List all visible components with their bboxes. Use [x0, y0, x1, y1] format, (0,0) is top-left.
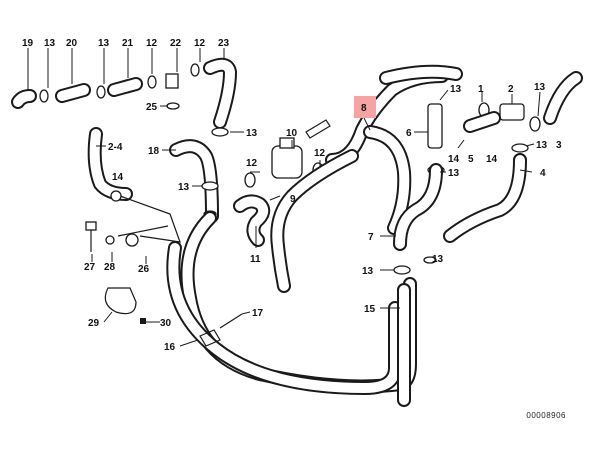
label-18: 18: [148, 146, 160, 157]
label-4: 4: [540, 168, 546, 179]
label-28: 28: [104, 262, 116, 273]
label-12: 12: [146, 38, 158, 49]
label-13: 13: [534, 82, 546, 93]
label-2: 2: [508, 84, 514, 95]
part-labels: 19 13 20 13 21 12 22 12 23 25 2-4 18 13 …: [22, 38, 562, 353]
label-14: 14: [112, 172, 124, 183]
label-1: 1: [478, 84, 484, 95]
label-8: 8: [361, 103, 367, 114]
label-2-4: 2-4: [108, 142, 123, 153]
label-12: 12: [314, 148, 326, 159]
hose-7-15: [393, 163, 443, 407]
top-left-parts-row: [11, 57, 237, 129]
label-10: 10: [286, 128, 298, 139]
left-hose-assembly: [87, 127, 181, 243]
label-30: 30: [160, 318, 172, 329]
label-9: 9: [290, 194, 296, 205]
label-13: 13: [246, 128, 258, 139]
label-13: 13: [432, 254, 444, 265]
label-13: 13: [44, 38, 56, 49]
right-side-parts: [427, 71, 583, 243]
long-return-hoses: [166, 211, 417, 395]
label-27: 27: [84, 262, 96, 273]
label-17: 17: [252, 308, 264, 319]
label-15: 15: [364, 304, 376, 315]
label-13: 13: [362, 266, 374, 277]
label-21: 21: [122, 38, 134, 49]
label-13: 13: [536, 140, 548, 151]
document-number: 00008906: [526, 411, 566, 420]
label-29: 29: [88, 318, 100, 329]
label-20: 20: [66, 38, 78, 49]
label-26: 26: [138, 264, 150, 275]
label-19: 19: [22, 38, 34, 49]
label-13: 13: [450, 84, 462, 95]
bottom-left-hardware: [85, 221, 243, 347]
label-14: 14: [448, 154, 460, 165]
clamp: [211, 127, 229, 137]
label-3: 3: [556, 140, 562, 151]
label-11: 11: [250, 254, 261, 265]
label-13: 13: [448, 168, 460, 179]
highlight-box-8: [354, 96, 376, 118]
label-25: 25: [146, 102, 158, 113]
label-12: 12: [246, 158, 258, 169]
label-7: 7: [368, 232, 374, 243]
leader-lines: [27, 48, 541, 347]
label-5: 5: [468, 154, 474, 165]
label-23: 23: [218, 38, 230, 49]
label-14: 14: [486, 154, 498, 165]
label-22: 22: [170, 38, 182, 49]
label-6: 6: [406, 128, 412, 139]
label-16: 16: [164, 342, 176, 353]
label-13: 13: [178, 182, 190, 193]
label-13: 13: [98, 38, 110, 49]
label-12: 12: [194, 38, 206, 49]
